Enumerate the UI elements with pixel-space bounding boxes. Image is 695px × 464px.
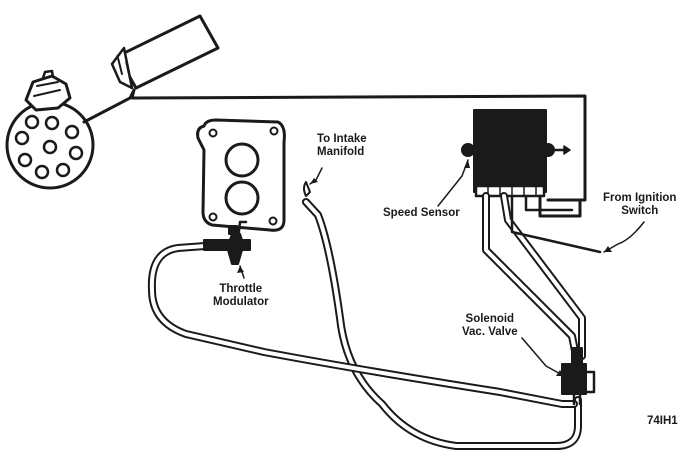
figure-code-text: 74IH1 <box>647 415 678 427</box>
solenoid-label-line1: Solenoid <box>465 313 515 325</box>
throttle-modulator <box>203 220 251 265</box>
to-intake-manifold-label: To Intake Manifold <box>317 133 367 159</box>
from-ignition-switch-label: From Ignition Switch <box>603 192 676 218</box>
carburetor-base <box>196 118 286 232</box>
distributor-cap <box>5 100 95 190</box>
speed-sensor-label: Speed Sensor <box>383 207 460 220</box>
solenoid-vacuum-valve <box>561 347 596 406</box>
modulator-hose <box>147 242 578 408</box>
ignition-coil <box>110 14 220 90</box>
from-ignition-label-line1: From Ignition <box>603 192 677 204</box>
to-intake-label-line2: Manifold <box>317 146 365 158</box>
intake-manifold-hose <box>302 181 582 450</box>
solenoid-vac-valve-label: Solenoid Vac. Valve <box>462 313 518 339</box>
solenoid-label-line2: Vac. Valve <box>462 326 518 338</box>
speed-sensor <box>461 109 582 218</box>
throttle-label-line2: Modulator <box>213 296 269 308</box>
figure-code: 74IH1 <box>647 415 678 428</box>
throttle-modulator-label: Throttle Modulator <box>213 283 269 309</box>
speed-sensor-label-text: Speed Sensor <box>383 207 460 219</box>
vacuum-advance-unit <box>24 69 72 112</box>
from-ignition-label-line2: Switch <box>621 205 659 217</box>
sensor-to-solenoid-lines <box>482 192 602 360</box>
arrowheads <box>237 160 612 376</box>
throttle-label-line1: Throttle <box>219 283 263 295</box>
coil-to-sensor-wire <box>82 88 587 202</box>
to-intake-label-line1: To Intake <box>317 133 367 145</box>
